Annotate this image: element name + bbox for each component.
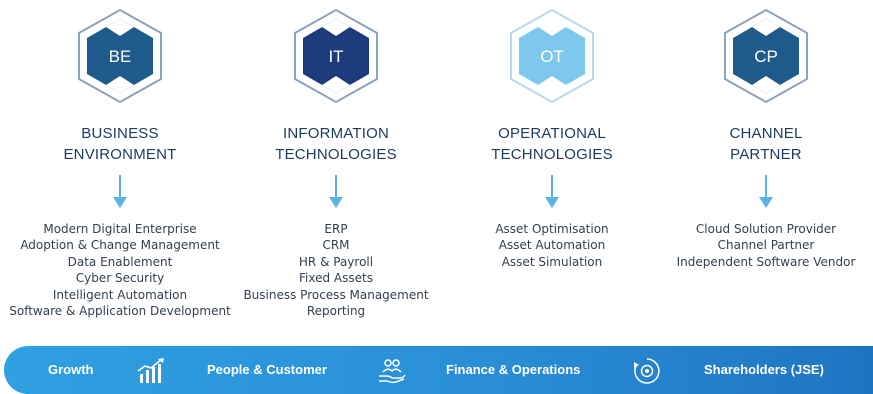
people-hand-icon (379, 359, 406, 384)
column-operational-technologies: OT OPERATIONAL TECHNOLOGIES Asset Optimi… (432, 0, 672, 270)
list-item: Asset Optimisation (495, 222, 609, 236)
title-line: INFORMATION (282, 125, 390, 142)
bar-item-shareholders: Shareholders (JSE) (704, 362, 824, 377)
list-item: Reporting (306, 304, 366, 319)
list-item: CRM (322, 238, 350, 253)
title-line: PARTNER (730, 146, 802, 163)
bar-item-finance-operations: Finance & Operations (446, 362, 581, 377)
down-arrow-icon (545, 175, 559, 208)
growth-chart-icon (137, 358, 164, 383)
cp-hexagon-icon: CP (724, 8, 808, 104)
list-item: Fixed Assets (299, 271, 373, 286)
column-title: INFORMATION TECHNOLOGIES (275, 123, 397, 165)
item-list: Modern Digital Enterprise Adoption & Cha… (9, 221, 231, 319)
bar-item-people-customer: People & Customer (207, 362, 327, 377)
list-item: HR & Payroll (298, 254, 374, 269)
column-information-technologies: IT INFORMATION TECHNOLOGIES ERP CRM HR &… (216, 0, 456, 319)
title-line: TECHNOLOGIES (491, 146, 613, 163)
item-list: Cloud Solution Provider Channel Partner … (677, 221, 856, 270)
title-line: TECHNOLOGIES (275, 146, 397, 163)
hex-label-cp: CP (754, 47, 778, 66)
title-line: CHANNEL (729, 125, 803, 142)
list-item: Channel Partner (717, 238, 815, 253)
list-item: Cloud Solution Provider (695, 222, 837, 236)
list-item: Asset Automation (498, 238, 606, 253)
be-hexagon-icon: BE (78, 8, 162, 104)
down-arrow-icon (113, 175, 127, 208)
list-item: Software & Application Development (9, 304, 231, 319)
column-title: BUSINESS ENVIRONMENT (63, 123, 176, 165)
item-list: ERP CRM HR & Payroll Fixed Assets Busine… (243, 221, 428, 319)
ot-hexagon-icon: OT (510, 8, 594, 104)
list-item: Modern Digital Enterprise (43, 222, 197, 236)
bar-item-growth: Growth (48, 362, 94, 377)
it-hexagon-icon: IT (294, 8, 378, 104)
hex-label-ot: OT (540, 47, 564, 66)
down-arrow-icon (759, 175, 773, 208)
item-list: Asset Optimisation Asset Automation Asse… (495, 221, 608, 270)
list-item: Independent Software Vendor (676, 254, 856, 269)
title-line: OPERATIONAL (498, 125, 606, 142)
list-item: Data Enablement (67, 254, 173, 269)
list-item: Business Process Management (243, 287, 429, 302)
column-business-environment: BE BUSINESS ENVIRONMENT Modern Digital E… (0, 0, 240, 319)
hex-label-it: IT (328, 47, 343, 66)
gear-cycle-icon (634, 358, 660, 384)
title-line: BUSINESS (81, 125, 159, 142)
value-bar: Growth People & Customer Finance & Opera… (4, 346, 873, 394)
list-item: Adoption & Change Management (20, 238, 220, 253)
list-item: Cyber Security (75, 271, 165, 286)
title-line: ENVIRONMENT (63, 146, 177, 163)
column-title: CHANNEL PARTNER (729, 123, 802, 165)
list-item: ERP (324, 222, 348, 236)
down-arrow-icon (329, 175, 343, 208)
list-item: Intelligent Automation (52, 287, 188, 302)
hex-label-be: BE (109, 47, 132, 66)
list-item: Asset Simulation (501, 254, 603, 269)
column-title: OPERATIONAL TECHNOLOGIES (491, 123, 613, 165)
column-channel-partner: CP CHANNEL PARTNER Cloud Solution Provid… (646, 0, 873, 270)
